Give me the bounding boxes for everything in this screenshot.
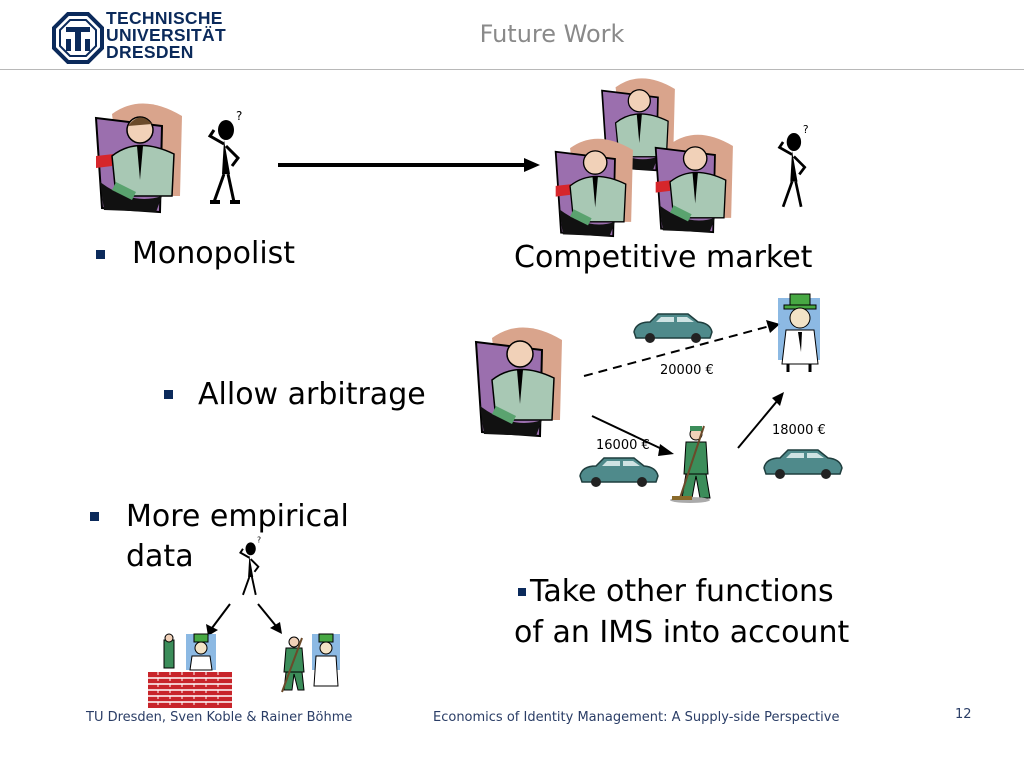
slide-title: Future Work — [479, 20, 625, 48]
bullet-monopolist: Monopolist — [132, 236, 296, 271]
sweeper-icon — [666, 424, 722, 504]
svg-text:?: ? — [257, 535, 261, 544]
long-arrow-icon — [278, 158, 540, 172]
bullet-other-functions-line2: of an IMS into account — [514, 615, 850, 650]
university-logo-icon — [52, 12, 222, 64]
arbitrage-arrows — [583, 320, 784, 456]
bullet-icon — [90, 512, 99, 521]
car-icon — [630, 310, 714, 344]
bullet-allow-arbitrage: Allow arbitrage — [198, 377, 426, 412]
car-icon — [760, 446, 844, 480]
page-number: 12 — [955, 707, 972, 722]
brick-wall-icon — [148, 632, 234, 708]
price-20000: 20000 € — [660, 363, 714, 378]
svg-text:?: ? — [236, 109, 242, 123]
stick-figure-icon: ? — [232, 535, 268, 600]
price-18000: 18000 € — [772, 423, 826, 438]
stick-figure-icon: ? — [770, 123, 816, 214]
businessman-icon — [552, 132, 642, 238]
leprechaun-icon — [774, 292, 824, 374]
svg-text:?: ? — [803, 123, 809, 136]
footer-authors: TU Dresden, Sven Koble & Rainer Böhme — [86, 710, 353, 725]
bullet-icon — [164, 390, 173, 399]
businessman-icon — [652, 128, 742, 234]
header-divider — [0, 69, 1024, 70]
university-logo-text: TECHNISCHE UNIVERSITÄT DRESDEN — [106, 8, 226, 62]
businessman-icon — [472, 320, 572, 438]
businessman-icon — [596, 72, 686, 172]
businessman-icon — [92, 96, 192, 214]
bullet-other-functions-line1: Take other functions — [530, 574, 834, 609]
bullet-text-line: More empirical — [126, 499, 349, 534]
split-arrows — [206, 603, 282, 636]
stick-figure-icon: ? — [200, 109, 250, 210]
car-icon — [576, 454, 660, 488]
logo-line-2: UNIVERSITÄT — [106, 25, 226, 45]
competitive-market-label: Competitive market — [514, 240, 813, 275]
footer-talk-title: Economics of Identity Management: A Supp… — [433, 710, 840, 725]
bullet-icon — [96, 250, 105, 259]
bullet-more-empirical-data: More empirical data — [126, 497, 349, 577]
bullet-icon — [518, 588, 526, 596]
logo-line-3: DRESDEN — [106, 42, 194, 62]
price-16000: 16000 € — [596, 438, 650, 453]
logo-line-1: TECHNISCHE — [106, 8, 223, 28]
bullet-text-line: data — [126, 539, 194, 574]
sweeper-leprechaun-icon — [272, 633, 342, 696]
